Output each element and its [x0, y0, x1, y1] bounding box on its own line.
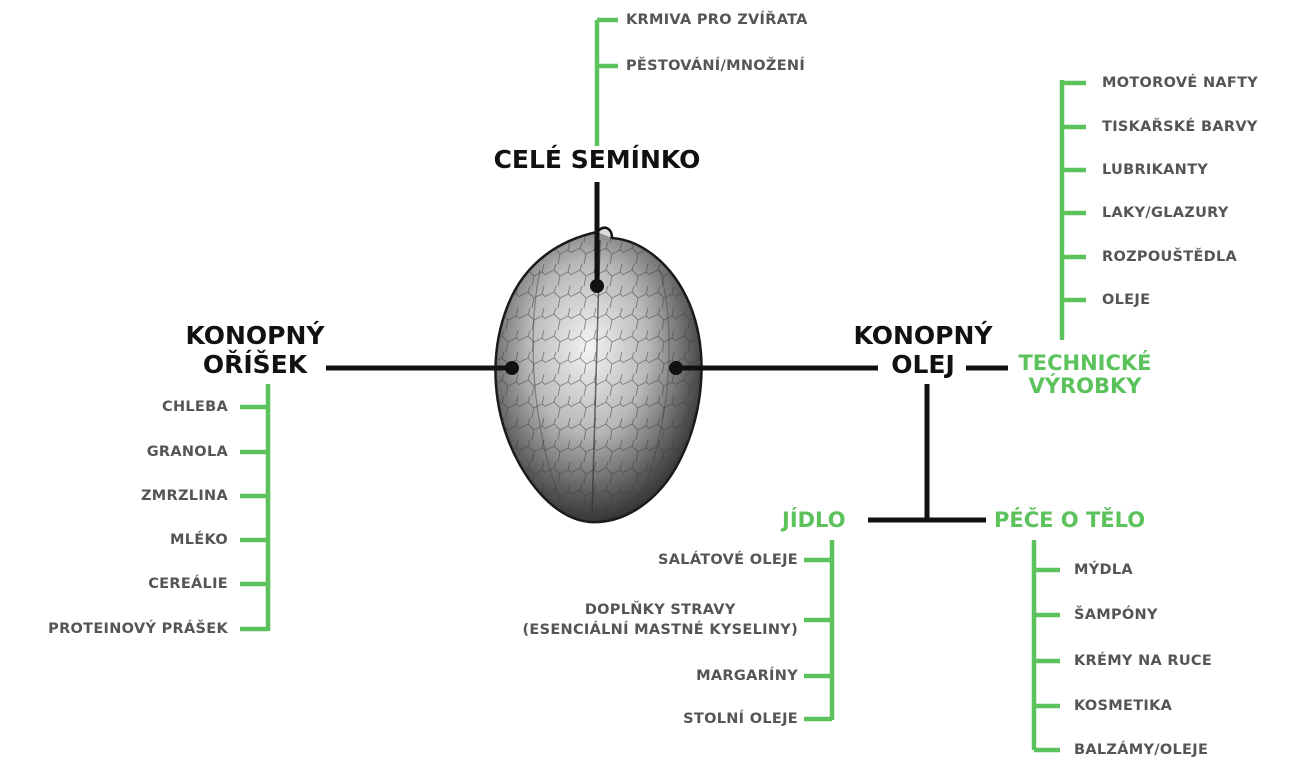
hemp-oil-title-line2: OLEJ — [891, 350, 955, 379]
technical-item: OLEJE — [1102, 293, 1150, 308]
body-care-item: MÝDLA — [1074, 563, 1133, 578]
food-item-line2: (ESENCIÁLNÍ MASTNÉ KYSELINY) — [522, 622, 798, 638]
technical-title-line2: VÝROBKY — [1029, 374, 1142, 398]
technical-title: TECHNICKÉ VÝROBKY — [1010, 352, 1160, 398]
whole-seed-item: KRMIVA PRO ZVÍŘATA — [626, 13, 808, 28]
body-care-item: KOSMETIKA — [1074, 699, 1172, 714]
hemp-nut-title-line2: OŘÍŠEK — [203, 350, 307, 379]
technical-title-line1: TECHNICKÉ — [1018, 351, 1151, 375]
whole-seed-title: CELÉ SEMÍNKO — [490, 146, 704, 175]
hemp-nut-item: GRANOLA — [147, 445, 228, 460]
technical-item: ROZPOUŠTĚDLA — [1102, 250, 1237, 265]
food-item: MARGARÍNY — [696, 669, 798, 684]
hemp-oil-title: KONOPNÝ OLEJ — [848, 322, 998, 380]
hemp-nut-item: CEREÁLIE — [148, 577, 228, 592]
whole-seed-item: PĚSTOVÁNÍ/MNOŽENÍ — [626, 59, 805, 74]
technical-item: MOTOROVÉ NAFTY — [1102, 76, 1258, 91]
hemp-nut-title-line1: KONOPNÝ — [185, 321, 324, 350]
food-item: SALÁTOVÉ OLEJE — [658, 553, 798, 568]
body-care-title: PÉČE O TĚLO — [994, 509, 1145, 532]
body-care-item: ŠAMPÓNY — [1074, 608, 1158, 623]
hemp-nut-title: KONOPNÝ OŘÍŠEK — [180, 322, 330, 380]
hemp-nut-item: MLÉKO — [170, 533, 228, 548]
technical-item: LUBRIKANTY — [1102, 163, 1208, 178]
food-item: STOLNÍ OLEJE — [683, 712, 798, 727]
body-care-item: KRÉMY NA RUCE — [1074, 654, 1212, 669]
technical-item: LAKY/GLAZURY — [1102, 206, 1229, 221]
hemp-nut-item: PROTEINOVÝ PRÁŠEK — [48, 622, 228, 637]
food-item: DOPLŇKY STRAVY (ESENCIÁLNÍ MASTNÉ KYSELI… — [522, 601, 798, 640]
food-title: JÍDLO — [782, 509, 846, 532]
hemp-nut-item: ZMRZLINA — [141, 489, 228, 504]
hemp-oil-title-line1: KONOPNÝ — [853, 321, 992, 350]
technical-item: TISKAŘSKÉ BARVY — [1102, 120, 1258, 135]
body-care-item: BALZÁMY/OLEJE — [1074, 743, 1208, 758]
hemp-nut-item: CHLEBA — [162, 400, 228, 415]
food-item-line1: DOPLŇKY STRAVY — [585, 602, 736, 618]
